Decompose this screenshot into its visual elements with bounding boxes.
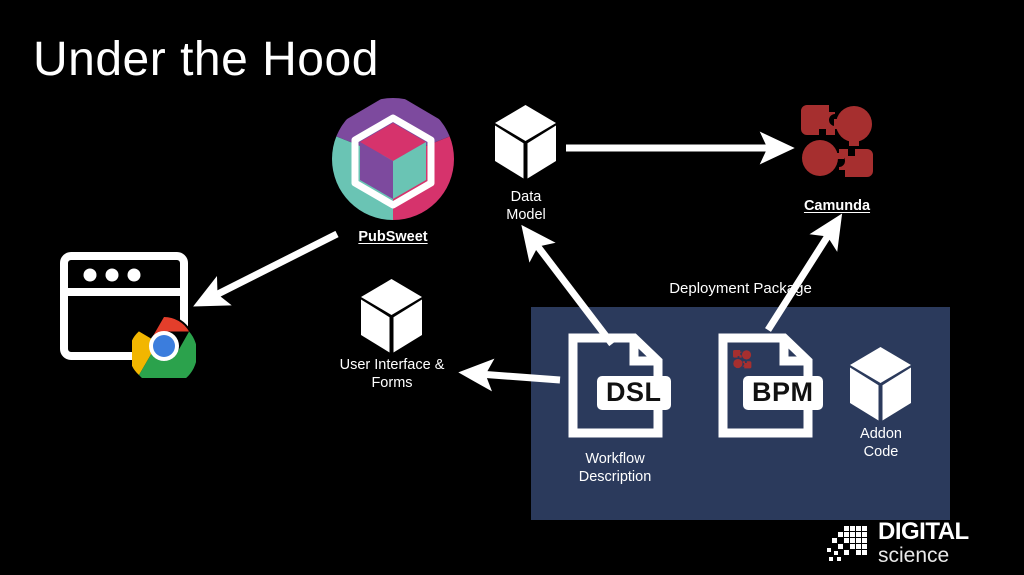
camunda-logo-icon bbox=[797, 101, 877, 181]
workflow-description-label: Workflow Description bbox=[578, 451, 652, 486]
pubsweet-logo-icon bbox=[331, 97, 455, 221]
chrome-logo-icon bbox=[129, 314, 198, 387]
arrow-pubsweet-to-browser bbox=[193, 230, 339, 307]
dsl-tag-label: DSL bbox=[597, 376, 671, 411]
data-model-label: Data Model bbox=[506, 189, 546, 224]
camunda-label[interactable]: Camunda bbox=[803, 198, 871, 214]
deployment-package-caption: Deployment Package bbox=[669, 280, 812, 297]
digital-science-wordmark-digital: DIGITAL bbox=[878, 518, 969, 545]
digital-science-logo: DIGITAL science bbox=[826, 518, 976, 568]
user-interface-label: User Interface & Forms bbox=[339, 357, 445, 392]
cube-icon bbox=[847, 345, 914, 423]
bpm-tag-label: BPM bbox=[743, 376, 823, 411]
page-title: Under the Hood bbox=[33, 33, 379, 86]
browser-window-icon bbox=[60, 252, 188, 360]
cube-icon bbox=[492, 103, 559, 181]
addon-code-label: Addon Code bbox=[860, 426, 902, 461]
digital-science-pixel-mark bbox=[827, 526, 867, 561]
digital-science-wordmark-science: science bbox=[878, 543, 950, 567]
pubsweet-label[interactable]: PubSweet bbox=[358, 229, 428, 245]
cube-icon bbox=[358, 277, 425, 355]
